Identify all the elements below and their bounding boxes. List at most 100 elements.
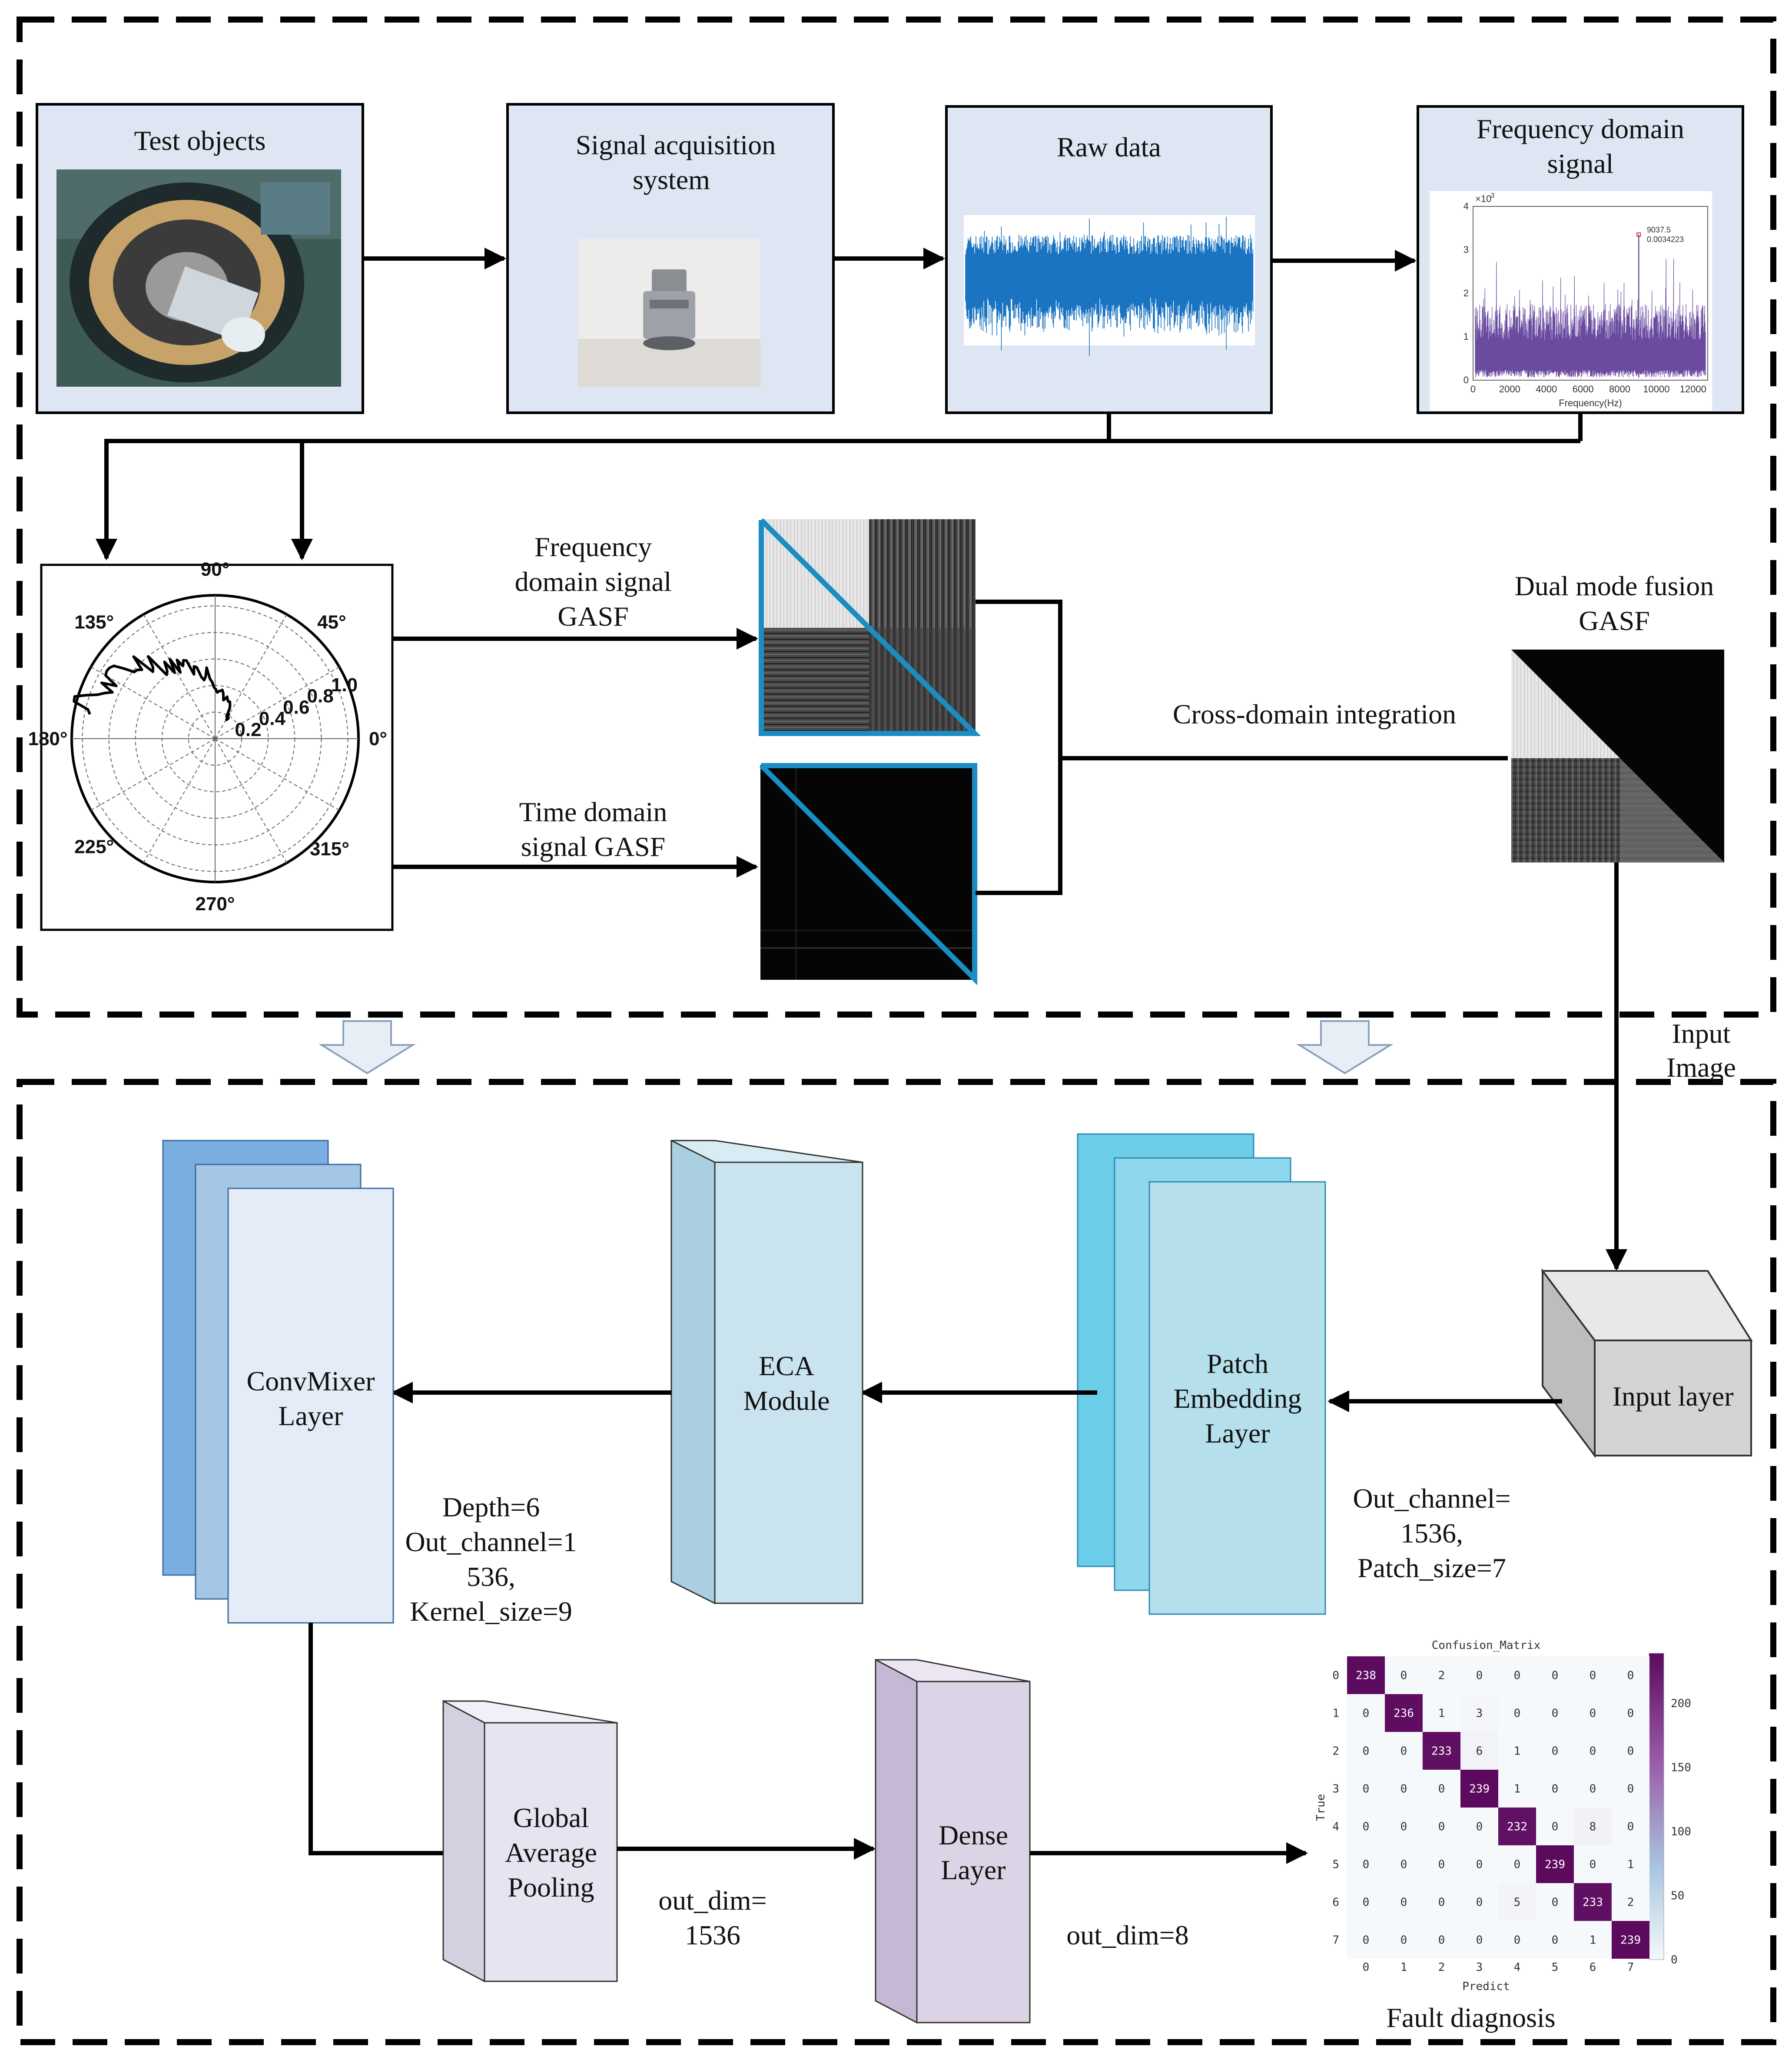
cm-cell [1536,1921,1574,1959]
polar-radius-label: 1.0 [331,674,358,696]
cm-cell-value: 0 [1552,1896,1559,1909]
polar-angle-label: 135° [74,612,114,633]
polar-angle-label: 315° [310,838,349,859]
cm-cell [1612,1694,1649,1732]
cm-cell [1612,1883,1649,1921]
cm-cell-value: 0 [1476,1858,1483,1871]
freq-signal-label-line2: signal [1547,148,1614,179]
polar-radius-label: 0.4 [259,708,286,729]
spectrum-peak-marker [1636,232,1641,237]
raw-signal-waveform [965,216,1254,356]
merge-line-top [976,600,1062,758]
raw-data-panel: Raw data [945,105,1273,414]
dense-out-label: out_dim=8 [1066,1920,1188,1950]
cm-cell-value: 0 [1438,1821,1445,1834]
cm-cell-value: 0 [1627,1745,1634,1758]
dense-layer-block: Dense Layer [875,1658,1031,2024]
cm-cell [1612,1845,1649,1883]
cm-cell [1423,1732,1460,1770]
cm-cell-value: 0 [1627,1783,1634,1796]
cm-cell [1498,1656,1536,1694]
cm-cell-value: 0 [1476,1821,1483,1834]
input-layer-block: Input layer [1541,1268,1753,1458]
cm-cell [1498,1845,1536,1883]
cm-cell [1460,1770,1498,1808]
cm-cell-value: 233 [1431,1745,1452,1758]
cm-cell-value: 0 [1590,1745,1596,1758]
eca-label-line1: ECA [759,1350,814,1381]
cm-cell-value: 0 [1363,1745,1370,1758]
polar-coordinate-plot: 90°45°0°315°270°225°180°135°0.20.40.60.8… [28,559,387,915]
cm-cell [1423,1808,1460,1845]
cm-cell [1574,1770,1612,1808]
section-connector-arrow-right [1296,1020,1394,1075]
cm-xtick: 6 [1590,1961,1596,1974]
cm-cell-value: 0 [1552,1745,1559,1758]
time-gasf-triangle [759,763,977,985]
cm-cell-value: 0 [1400,1745,1407,1758]
cm-cell [1347,1770,1385,1808]
cm-cell [1385,1845,1423,1883]
patch-label-line3: Layer [1205,1418,1270,1449]
polar-radius-label: 0.8 [307,686,334,707]
convmixer-label-line2: Layer [278,1400,343,1431]
test-objects-label: Test objects [134,125,266,156]
cm-cell-value: 0 [1363,1821,1370,1834]
cm-cell-value: 0 [1363,1934,1370,1947]
patch-params-line1: Out_channel= [1353,1483,1510,1514]
cm-cell-value: 2 [1627,1896,1634,1909]
cm-cell-value: 239 [1545,1858,1565,1871]
cm-title: Confusion_Matrix [1432,1639,1540,1652]
freq-gasf-label-line3: GASF [558,601,629,632]
cm-cell [1385,1921,1423,1959]
cm-cell [1347,1883,1385,1921]
cm-cell [1574,1732,1612,1770]
cm-cell-value: 1 [1438,1707,1445,1720]
freq-gasf-label-line1: Frequency [534,531,652,562]
cm-cell [1460,1808,1498,1845]
cm-xtick: 0 [1363,1961,1370,1974]
arrow-to-polar-left [96,439,1580,561]
dual-mode-fusion-gasf-image [1511,650,1724,862]
dual-mode-label-line2: GASF [1579,605,1650,636]
cm-cell-value: 5 [1514,1896,1521,1909]
top-section-frame [17,17,1776,1018]
spectrum-xtick: 0 [1470,384,1476,395]
frequency-spectrum-plot: ×10 -3 Frequency(Hz) 9037.5 0.0034223 01… [1463,192,1708,408]
patch-embedding-block: Patch Embedding Layer [1077,1133,1326,1615]
cm-ylabel: True [1314,1794,1327,1821]
freq-signal-label-line1: Frequency domain [1477,113,1684,144]
cm-cell-value: 0 [1552,1669,1559,1682]
cm-colorbar-tick: 100 [1671,1825,1691,1838]
cm-cell-value: 2 [1438,1669,1445,1682]
cm-cell-value: 0 [1476,1934,1483,1947]
cm-cell-value: 232 [1507,1821,1527,1834]
eca-label-line2: Module [743,1385,830,1416]
signal-acq-label-line1: Signal acquisition [576,129,776,160]
signal-acq-label-line2: system [633,164,710,195]
cm-cell [1574,1808,1612,1845]
cm-ytick: 2 [1332,1745,1339,1758]
gap-label-line2: Average [505,1837,597,1868]
sensor-photo [578,239,760,387]
patch-params-line2: 1536, [1400,1518,1463,1549]
cm-cell [1498,1883,1536,1921]
cm-cell [1460,1921,1498,1959]
cm-cell [1498,1770,1536,1808]
time-gasf-image [759,763,977,985]
convmixer-block: ConvMixer Layer [162,1140,394,1624]
cross-domain-label: Cross-domain integration [1173,699,1456,730]
spectrum-ytick: 4 [1463,201,1469,212]
spectrum-line [1475,258,1706,378]
cm-cell [1347,1732,1385,1770]
cm-cell [1385,1770,1423,1808]
cm-cell [1612,1656,1649,1694]
cm-cell-value: 3 [1476,1707,1483,1720]
cm-cell [1460,1845,1498,1883]
spectrum-xtick: 12000 [1680,384,1706,395]
polar-plot-panel: 90°45°0°315°270°225°180°135°0.20.40.60.8… [28,559,394,931]
cm-cell-value: 0 [1627,1669,1634,1682]
spectrum-exponent: ×10 [1475,193,1491,204]
polar-angle-label: 180° [28,728,67,750]
